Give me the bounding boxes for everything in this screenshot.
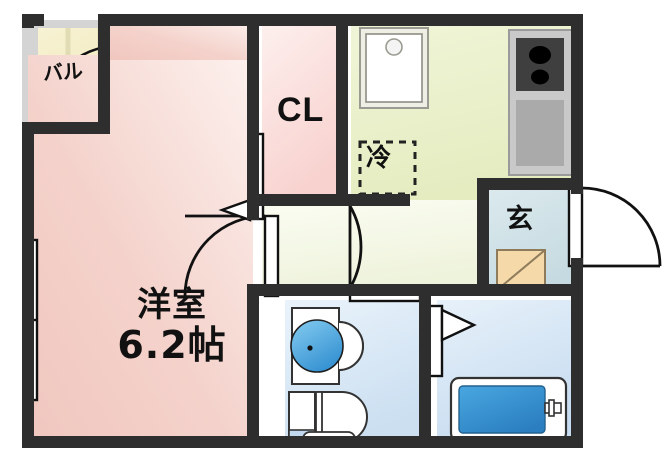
walls bbox=[22, 14, 583, 448]
room-hall-fill bbox=[262, 200, 483, 290]
entrance-door[interactable] bbox=[567, 186, 662, 268]
refrigerator-label: 冷 bbox=[366, 143, 392, 172]
wash-basin bbox=[290, 307, 364, 385]
shoe-cabinet bbox=[496, 249, 546, 291]
closet-label: CL bbox=[277, 91, 325, 129]
bathroom-door[interactable] bbox=[427, 304, 477, 378]
room-name-label: 洋室 bbox=[137, 285, 207, 325]
balcony-label: バル bbox=[42, 58, 84, 86]
room-closet-fill bbox=[262, 20, 342, 200]
stove-unit bbox=[508, 29, 573, 176]
room-main-fill bbox=[28, 55, 253, 445]
room-size-label: 6.2帖 bbox=[117, 323, 227, 367]
oven bbox=[516, 100, 564, 166]
room-main-upper-fill bbox=[110, 20, 253, 60]
bathtub bbox=[449, 376, 568, 443]
kitchen-sink bbox=[359, 27, 429, 109]
entrance-label: 玄 bbox=[506, 204, 533, 235]
